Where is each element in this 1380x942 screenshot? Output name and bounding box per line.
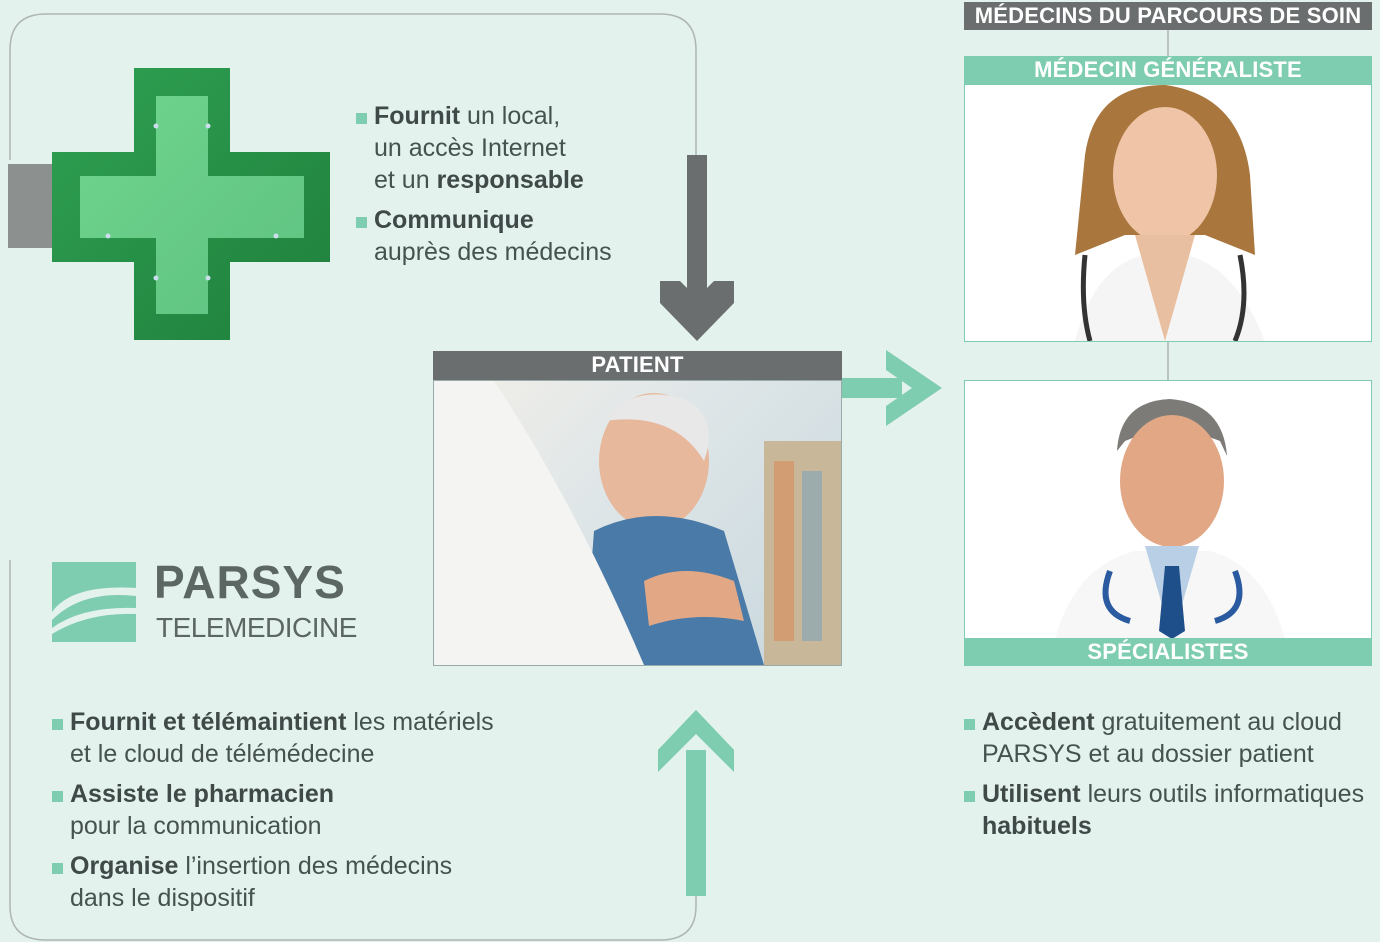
parsys-bullet-2: Assiste le pharmacien pour la communicat… bbox=[52, 778, 522, 842]
gp-header: MÉDECIN GÉNÉRALISTE bbox=[964, 56, 1372, 84]
parsys-bullet-3: Organise l’insertion des médecins dans l… bbox=[52, 850, 522, 914]
parsys-bullet-1: Fournit et télémaintient les matériels e… bbox=[52, 706, 522, 770]
doctors-bullet-1: Accèdent gratuitement au cloud PARSYS et… bbox=[964, 706, 1380, 770]
doctors-main-header: MÉDECINS DU PARCOURS DE SOIN bbox=[964, 2, 1372, 30]
parsys-logo-sub: TELEMEDICINE bbox=[156, 612, 357, 643]
gp-photo bbox=[964, 84, 1372, 342]
parsys-logo-name: PARSYS bbox=[154, 556, 346, 608]
patient-header: PATIENT bbox=[433, 351, 842, 380]
pharmacy-bullet-2: Communique auprès des médecins bbox=[356, 204, 676, 268]
specialist-photo bbox=[964, 380, 1372, 640]
pharmacy-bullet-1: Fournit un local, un accès Internet et u… bbox=[356, 100, 676, 196]
parsys-bullets: Fournit et télémaintient les matériels e… bbox=[52, 706, 522, 922]
arrow-right-icon bbox=[842, 350, 942, 426]
pharmacy-cross-icon bbox=[8, 68, 330, 340]
doctors-bullet-2: Utilisent leurs outils informatiques hab… bbox=[964, 778, 1380, 842]
arrow-up-icon bbox=[658, 710, 734, 896]
specialists-header: SPÉCIALISTES bbox=[964, 638, 1372, 666]
parsys-logo-icon bbox=[52, 562, 136, 642]
arrow-down-icon bbox=[660, 155, 734, 341]
doctors-bullets: Accèdent gratuitement au cloud PARSYS et… bbox=[964, 706, 1380, 850]
patient-photo bbox=[433, 380, 842, 666]
pharmacy-bullets: Fournit un local, un accès Internet et u… bbox=[356, 100, 676, 276]
